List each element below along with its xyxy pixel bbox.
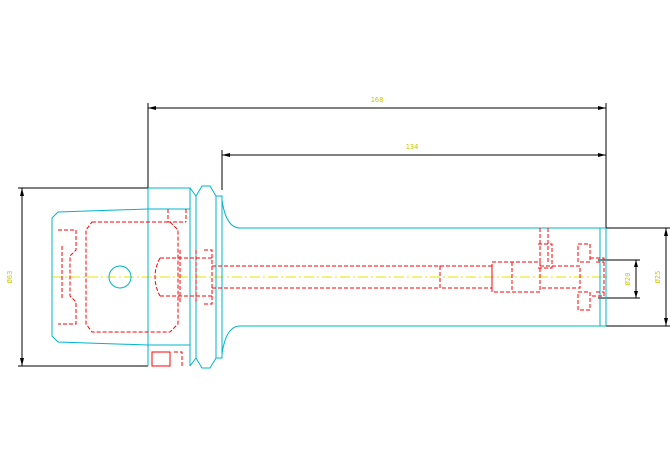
dim-shank-length: 134 xyxy=(406,143,419,151)
dim-flange-diameter: Ø63 xyxy=(6,271,14,284)
visible-outline xyxy=(51,185,607,369)
dim-overall-length: 168 xyxy=(371,96,384,104)
hidden-lines xyxy=(58,209,605,367)
dimension-lines xyxy=(18,103,670,367)
dim-outer-diameter: Ø25 xyxy=(654,271,662,284)
dim-bore-diameter: Ø20 xyxy=(624,273,632,286)
